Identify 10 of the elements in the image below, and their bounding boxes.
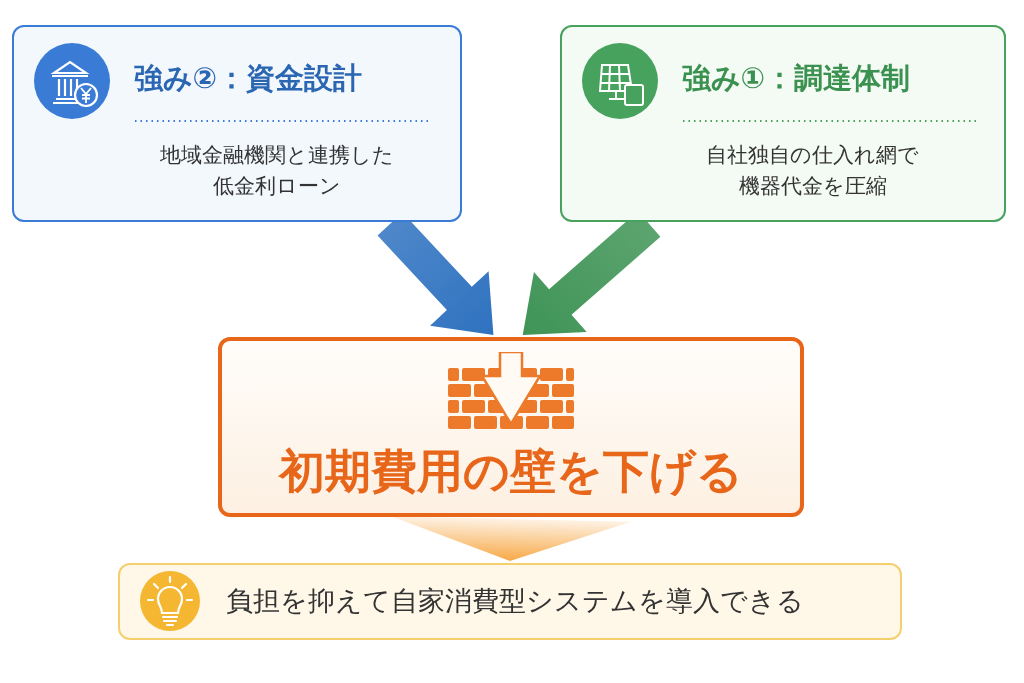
strength-card — [12, 25, 462, 222]
card-description: 自社独自の仕入れ網で機器代金を圧縮 — [705, 141, 920, 200]
result-box — [118, 563, 902, 640]
card-title: 強み①：調達体制 — [681, 59, 911, 97]
strength-card — [560, 25, 1006, 222]
highlight-box — [218, 337, 804, 517]
card-title: 強み②：資金設計 — [133, 59, 363, 97]
result-text: 負担を抑えて自家消費型システムを導入できる — [226, 584, 804, 618]
card-description: 地域金融機関と連携した低金利ローン — [158, 141, 395, 200]
headline: 初期費用の壁を下げる — [277, 443, 744, 500]
